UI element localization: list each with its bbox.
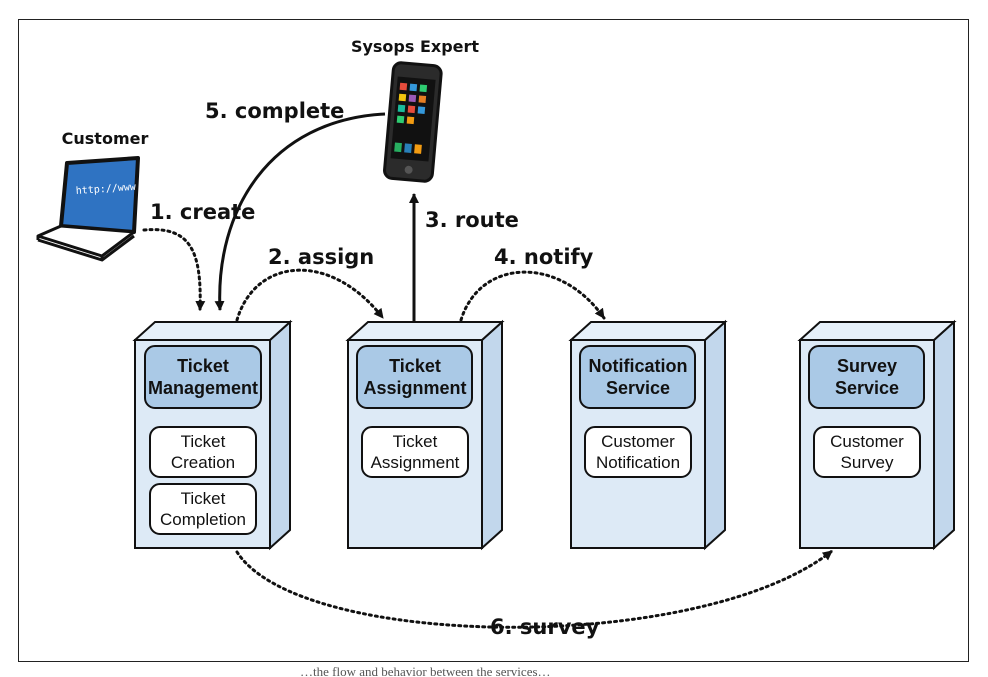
complete-label: 5. complete bbox=[205, 99, 344, 123]
assign-label: 2. assign bbox=[268, 245, 374, 269]
survey-service-server: Survey Service Customer Survey bbox=[797, 319, 957, 551]
ticket-assignment-comp-line1: Ticket bbox=[393, 432, 438, 451]
survey-arrow bbox=[235, 549, 834, 629]
notify-label: 4. notify bbox=[494, 245, 594, 269]
ticket-completion-line1: Ticket bbox=[181, 489, 226, 508]
create-label: 1. create bbox=[150, 200, 255, 224]
survey-service-header-line1: Survey bbox=[837, 356, 897, 376]
laptop-icon: http://www bbox=[36, 156, 140, 262]
notify-arrow bbox=[459, 270, 606, 322]
notification-service-header-line2: Service bbox=[606, 378, 670, 398]
sysops-expert-label: Sysops Expert bbox=[351, 37, 479, 56]
customer-notification-line2: Notification bbox=[596, 453, 680, 472]
customer-notification-line1: Customer bbox=[601, 432, 675, 451]
route-label: 3. route bbox=[425, 208, 519, 232]
ticket-creation-line2: Creation bbox=[171, 453, 235, 472]
ticket-management-header-line2: Management bbox=[148, 378, 258, 398]
smartphone-icon bbox=[383, 61, 443, 183]
notification-service-header-line1: Notification bbox=[589, 356, 688, 376]
ticket-assignment-header-line1: Ticket bbox=[389, 356, 441, 376]
complete-arrow bbox=[214, 112, 386, 311]
assign-arrow bbox=[235, 268, 385, 322]
ticket-assignment-server: Ticket Assignment Ticket Assignment bbox=[345, 319, 505, 551]
ticket-assignment-comp-line2: Assignment bbox=[371, 453, 460, 472]
figure-caption: …the flow and behavior between the servi… bbox=[300, 664, 551, 677]
ticket-assignment-header-line2: Assignment bbox=[363, 378, 466, 398]
customer-survey-line1: Customer bbox=[830, 432, 904, 451]
ticket-creation-line1: Ticket bbox=[181, 432, 226, 451]
notification-service-server: Notification Service Customer Notificati… bbox=[568, 319, 728, 551]
ticket-management-server: Ticket Management Ticket Creation Ticket… bbox=[132, 319, 293, 551]
customer-label: Customer bbox=[62, 129, 149, 148]
ticket-management-header-line1: Ticket bbox=[177, 356, 229, 376]
ticket-completion-line2: Completion bbox=[160, 510, 246, 529]
diagram-frame bbox=[18, 19, 969, 662]
survey-label: 6. survey bbox=[490, 615, 600, 639]
survey-service-header-line2: Service bbox=[835, 378, 899, 398]
create-arrow bbox=[142, 228, 206, 312]
laptop-screen-text: http://www bbox=[75, 182, 137, 197]
customer-survey-line2: Survey bbox=[841, 453, 894, 472]
